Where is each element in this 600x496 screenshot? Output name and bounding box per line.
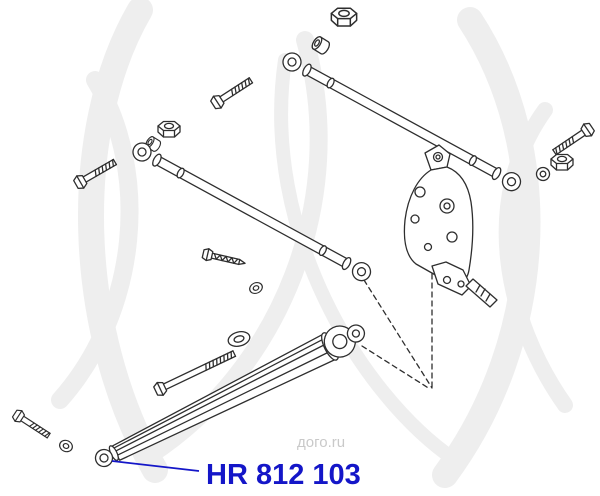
bottom-left-bolt: [10, 407, 53, 442]
trailing-arm: [94, 324, 366, 468]
watermark-swirl: [498, 102, 573, 413]
diagram-linework: [10, 7, 597, 468]
small-washer: [247, 279, 265, 297]
upper-rod-bolt: [208, 73, 256, 112]
watermark-swirl: [78, 0, 168, 483]
part-number-callout: HR 812 103: [111, 459, 361, 491]
rear-knuckle: [403, 144, 498, 308]
lower-lateral-rod: [129, 139, 375, 285]
watermark-text: дого.ru: [297, 434, 345, 451]
part-number-label: HR 812 103: [206, 459, 361, 491]
upper-right-nut: [550, 153, 574, 171]
bottom-left-washer: [57, 437, 75, 455]
flat-washer: [227, 331, 251, 347]
upper-right-bolt: [549, 120, 597, 159]
hex-nut-top: [330, 7, 358, 27]
watermark-swirl: [274, 53, 462, 467]
watermark-swirl: [432, 7, 541, 488]
middle-nut: [157, 120, 181, 138]
lag-screw: [201, 247, 248, 270]
callout-leader-line: [111, 460, 200, 472]
watermark-swirl: [51, 71, 139, 409]
